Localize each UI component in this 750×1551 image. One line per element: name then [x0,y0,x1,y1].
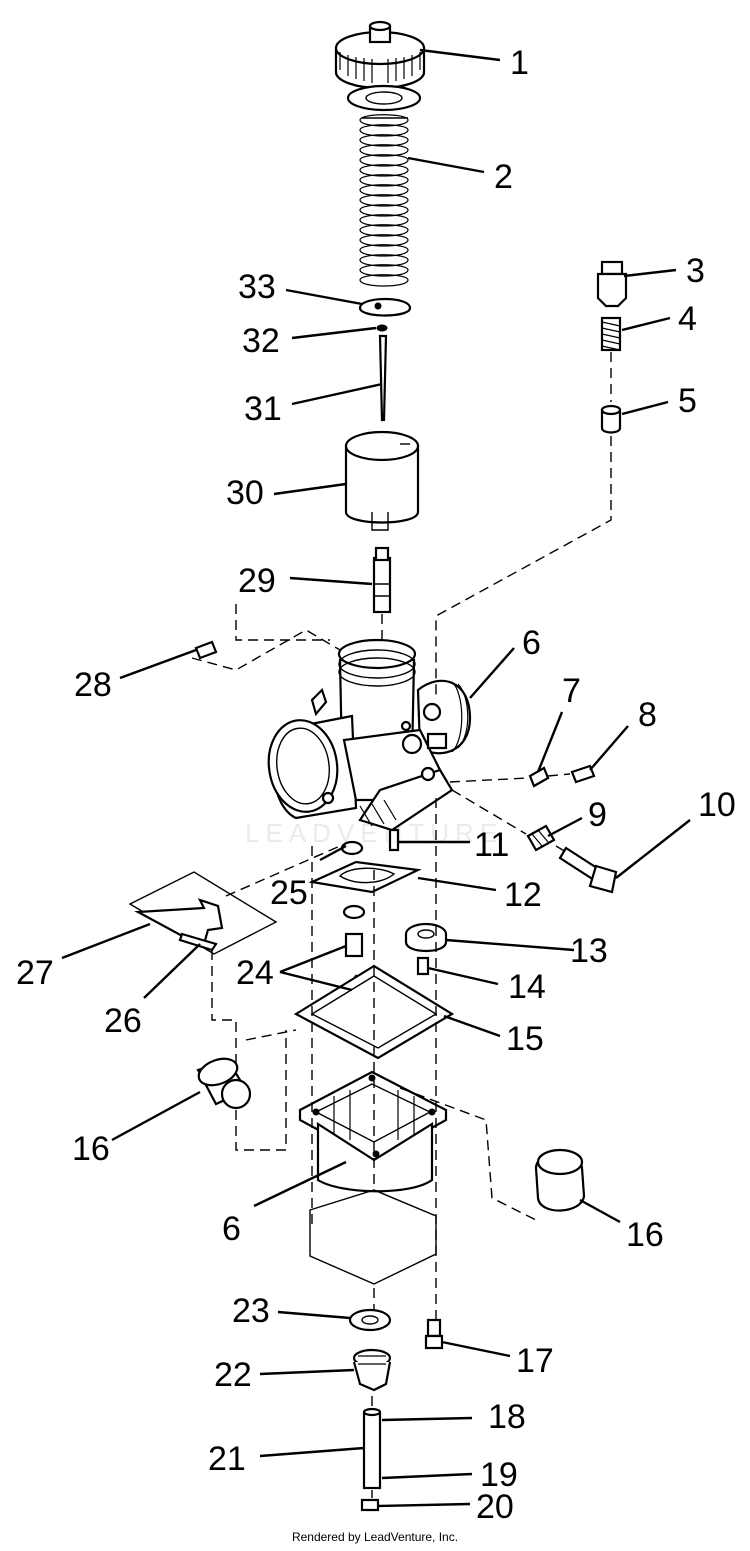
part-throttle-slide [344,430,420,531]
callout-11: 11 [474,826,509,864]
part-idle-spring [526,824,556,852]
part-washer [346,84,422,112]
part-bowl-screw [424,1318,444,1350]
callout-16-right: 16 [626,1216,664,1254]
part-pilot-spring [600,316,622,352]
part-jet-needle [378,334,388,422]
part-cap [334,20,426,90]
part-main-jet [360,1498,380,1512]
footer-credit: Rendered by LeadVenture, Inc. [291,1530,459,1544]
leader-lines [61,48,691,1508]
callout-26: 26 [104,1002,142,1040]
part-float-arm [128,871,278,955]
callout-19: 19 [480,1456,518,1494]
callout-13: 13 [570,932,608,970]
callout-2: 2 [494,158,513,196]
callout-7: 7 [562,672,581,710]
part-inlet-tube [194,640,218,660]
callout-24: 24 [236,954,274,992]
part-retainer-plate [358,298,412,317]
part-drain-washer [348,1308,392,1332]
part-float-right [534,1148,586,1212]
callout-10: 10 [698,786,736,824]
callout-8: 8 [638,696,657,734]
part-fitting [596,260,628,308]
callout-4: 4 [678,300,697,338]
callout-15: 15 [506,1020,544,1058]
part-plunger [600,408,622,434]
part-float-seat [404,922,448,953]
part-main-jet-holder [352,1348,392,1392]
part-idle-screw [558,846,618,894]
part-screw-small [388,828,400,852]
callout-27: 27 [16,954,54,992]
callout-29: 29 [238,562,276,600]
callout-9: 9 [588,796,607,834]
callout-6-body: 6 [522,624,541,662]
callout-3: 3 [686,252,705,290]
callout-20: 20 [476,1488,514,1526]
part-float-left [196,1057,252,1110]
callout-30: 30 [226,474,264,512]
part-needle-clip [376,324,388,332]
callout-23: 23 [232,1292,270,1330]
callout-12: 12 [504,876,542,914]
callout-17: 17 [516,1342,554,1380]
callout-33: 33 [238,268,276,306]
callout-16-left: 16 [72,1130,110,1168]
callout-31: 31 [244,390,282,428]
part-jet-small [416,956,430,976]
callout-5: 5 [678,382,697,420]
callout-25: 25 [270,874,308,912]
callout-18: 18 [488,1398,526,1436]
callout-21: 21 [208,1440,246,1478]
part-drain-box [309,1189,437,1285]
part-spring [359,114,409,287]
part-carburetor-body [267,638,472,832]
callout-1: 1 [510,44,529,82]
part-needle-jet [372,546,392,614]
callout-28: 28 [74,666,112,704]
part-main-jet-tube [362,1407,382,1490]
callout-14: 14 [508,968,546,1006]
callout-32: 32 [242,322,280,360]
callout-22: 22 [214,1356,252,1394]
part-o-ring [340,840,364,856]
part-float-gasket [308,860,422,894]
part-pilot-screw-spring [570,764,596,784]
callout-6-bowl: 6 [222,1210,241,1248]
part-bowl-gasket [293,964,455,1060]
